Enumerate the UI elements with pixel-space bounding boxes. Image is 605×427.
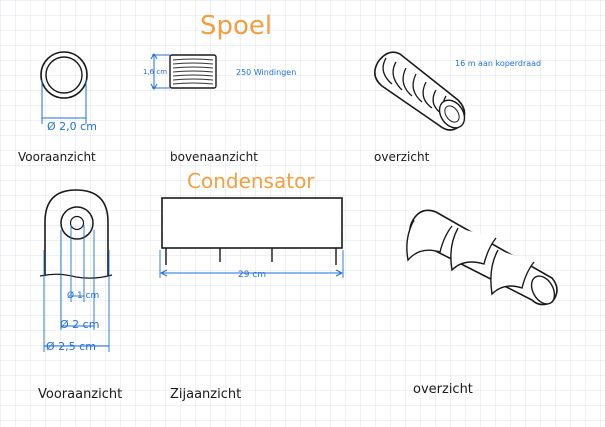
capacitor-hole-label: Ø 1 cm [67, 290, 99, 301]
coil-windings-label: 250 Windingen [236, 68, 296, 77]
coil-top-view [150, 53, 217, 90]
caption-front-view-bottom: Vooraanzicht [38, 387, 122, 402]
capacitor-overview-sketch [406, 209, 558, 306]
capacitor-outer-label: Ø 2,5 cm [46, 340, 96, 353]
title-coil: Spoel [200, 11, 272, 41]
caption-front-view-top: Vooraanzicht [18, 150, 96, 164]
coil-overview-sketch [374, 51, 466, 131]
title-capacitor: Condensator [187, 169, 315, 193]
caption-top-view: bovenaanzicht [170, 150, 258, 164]
caption-side-view: Zijaanzicht [170, 387, 241, 402]
capacitor-inner-label: Ø 2 cm [60, 318, 99, 331]
coil-wire-label: 16 m aan koperdraad [455, 59, 541, 68]
caption-overview-top: overzicht [374, 150, 430, 164]
coil-diameter-label: Ø 2,0 cm [47, 120, 97, 133]
caption-overview-bottom: overzicht [413, 382, 473, 397]
capacitor-length-label: 29 cm [238, 270, 266, 280]
coil-height-label: 1,6 cm [143, 68, 167, 76]
coil-front-view [40, 51, 88, 124]
capacitor-side-view [159, 197, 344, 278]
capacitor-front-view [39, 189, 113, 352]
